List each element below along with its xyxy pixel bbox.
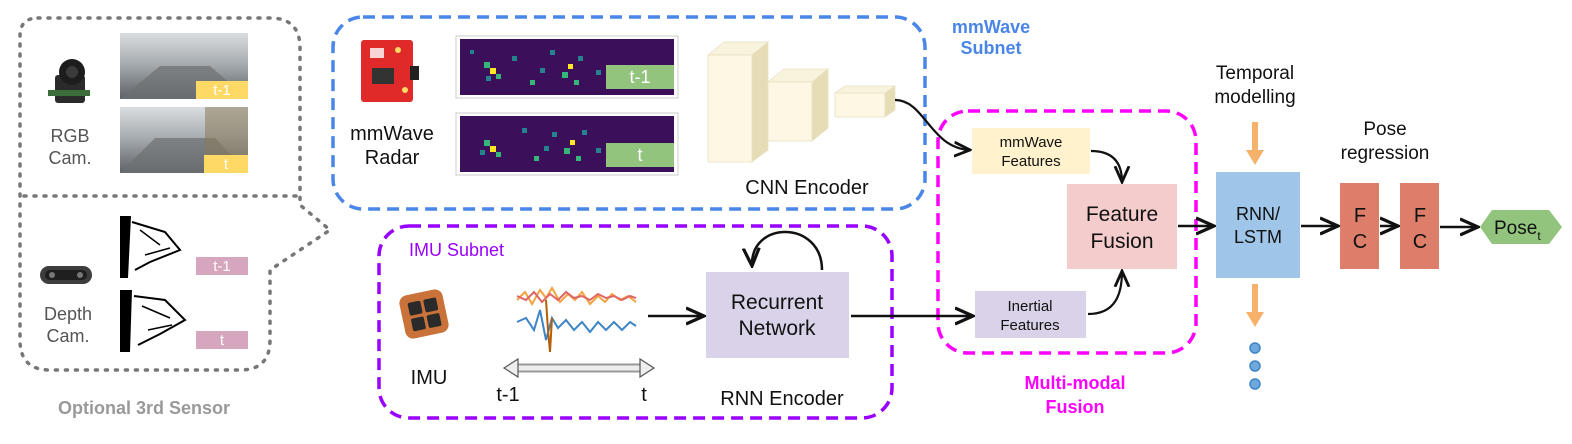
rnn-lstm-box: RNN/ LSTM xyxy=(1216,172,1300,278)
feature-fusion-label-2: Fusion xyxy=(1090,230,1153,253)
depth-camera-label-2: Cam. xyxy=(46,326,89,346)
imu-signal-plot xyxy=(516,286,637,353)
rgb-frame-prev-label: t-1 xyxy=(213,82,231,99)
inertial-features-to-fusion-arrow xyxy=(1087,271,1122,316)
mmwave-features-to-fusion-arrow xyxy=(1090,149,1122,182)
rnn-lstm-label-1: RNN/ xyxy=(1236,204,1280,224)
pose-regression-label-2: regression xyxy=(1341,143,1430,164)
optional-sensor-panel: RGB Cam. t-1 t Depth Cam. xyxy=(18,16,333,418)
pose-output-badge: Poset xyxy=(1480,210,1562,244)
svg-text:Poset: Poset xyxy=(1494,218,1541,243)
time-range-arrow xyxy=(502,357,656,379)
rgb-frame-curr-label: t xyxy=(224,156,229,173)
pose-regression: Pose regression F C F C Poset xyxy=(1301,119,1562,269)
mmwave-features-box: mmWave Features xyxy=(972,128,1090,174)
depth-frame-curr-label: t xyxy=(220,332,225,349)
temporal-input-arrow xyxy=(1246,122,1264,165)
mmwave-features-label-2: Features xyxy=(1001,153,1060,170)
imu-label: IMU xyxy=(411,367,448,389)
radar-frame-prev: t-1 xyxy=(455,35,679,99)
temporal-modelling: Temporal modelling RNN/ LSTM xyxy=(1178,63,1300,390)
radar-board-icon xyxy=(361,40,419,102)
mmwave-subnet-title-2: Subnet xyxy=(961,38,1022,58)
mmwave-features-label-1: mmWave xyxy=(1000,134,1063,151)
depth-camera-icon xyxy=(40,266,92,284)
mmwave-subnet: mmWave Subnet mmWave Radar xyxy=(331,15,1030,211)
recurrent-network-box: Recurrent Network xyxy=(706,272,849,358)
depth-camera-label-1: Depth xyxy=(44,304,92,324)
temporal-label-1: Temporal xyxy=(1216,63,1294,84)
cnn-encoder-blocks xyxy=(706,41,897,163)
rgb-camera-icon xyxy=(48,59,90,103)
imu-subnet: IMU Subnet IMU t-1 t Recurrent Network xyxy=(377,224,894,420)
pose-output-subscript: t xyxy=(1537,229,1541,243)
pose-output-label: Pose xyxy=(1494,218,1537,239)
multimodal-fusion: Multi-modal Fusion mmWave Features Inert… xyxy=(851,98,1198,417)
recurrent-network-label-1: Recurrent xyxy=(731,291,823,314)
fc-layer-1-label-1: F xyxy=(1354,205,1366,227)
rnn-lstm-label-2: LSTM xyxy=(1234,227,1282,247)
cnn-to-mmwave-features-arrow xyxy=(894,98,970,150)
fc-layer-2: F C xyxy=(1400,183,1439,269)
inertial-features-label-2: Features xyxy=(1000,317,1059,334)
mmwave-subnet-title-1: mmWave xyxy=(952,17,1030,37)
depth-frame-prev: t-1 xyxy=(120,216,248,278)
rgb-camera-label-2: Cam. xyxy=(48,148,91,168)
inertial-features-box: Inertial Features xyxy=(975,291,1086,338)
fusion-title-2: Fusion xyxy=(1046,397,1105,417)
feature-fusion-box: Feature Fusion xyxy=(1067,184,1177,269)
radar-frame-curr: t xyxy=(455,112,679,176)
pose-regression-label-1: Pose xyxy=(1363,119,1406,140)
rgb-camera-label-1: RGB xyxy=(50,126,89,146)
radar-frame-prev-label: t-1 xyxy=(629,67,650,87)
optional-sensor-caption: Optional 3rd Sensor xyxy=(58,398,230,418)
rnn-encoder-label: RNN Encoder xyxy=(720,388,844,410)
temporal-label-2: modelling xyxy=(1214,87,1295,108)
radar-frame-curr-label: t xyxy=(637,145,642,165)
recurrent-loop-arrow xyxy=(752,230,824,271)
recurrent-network-label-2: Network xyxy=(738,317,816,340)
fc-layer-2-label-1: F xyxy=(1414,205,1426,227)
depth-frame-prev-label: t-1 xyxy=(213,258,231,275)
imu-subnet-title: IMU Subnet xyxy=(409,240,504,260)
rgb-frame-curr: t xyxy=(120,107,248,173)
continuation-dots xyxy=(1249,342,1261,390)
fc-layer-2-label-2: C xyxy=(1413,231,1427,253)
fc-layer-1: F C xyxy=(1340,183,1379,269)
radar-label-2: Radar xyxy=(365,147,420,169)
inertial-features-label-1: Inertial xyxy=(1007,298,1052,315)
radar-label-1: mmWave xyxy=(350,123,434,145)
rgb-frame-prev: t-1 xyxy=(120,33,248,99)
temporal-output-arrow xyxy=(1246,284,1264,327)
depth-frame-curr: t xyxy=(120,290,248,352)
fusion-title-1: Multi-modal xyxy=(1025,373,1126,393)
fc-layer-1-label-2: C xyxy=(1353,231,1367,253)
time-start-label: t-1 xyxy=(496,384,519,406)
feature-fusion-label-1: Feature xyxy=(1086,203,1158,226)
cnn-encoder-label: CNN Encoder xyxy=(745,177,869,199)
time-end-label: t xyxy=(641,384,647,406)
imu-chip-icon xyxy=(399,289,449,339)
